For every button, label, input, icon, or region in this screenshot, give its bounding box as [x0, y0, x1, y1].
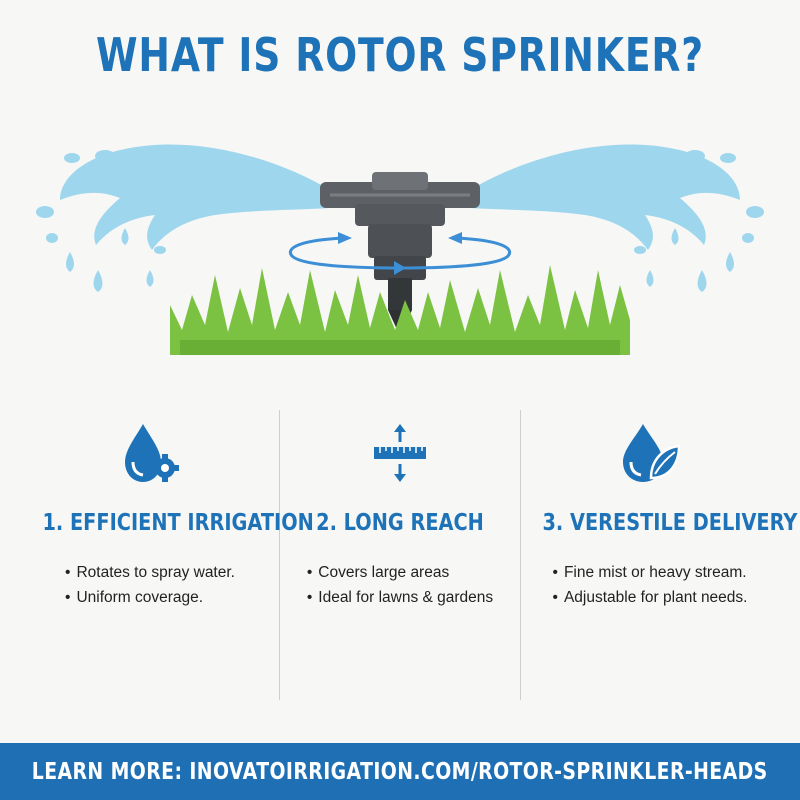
feature-bullets: •Rotates to spray water. •Uniform covera… [65, 560, 235, 610]
feature-versatile-delivery: 3. VERESTILE DELIVERY •Fine mist or heav… [522, 420, 798, 610]
feature-bullets: •Fine mist or heavy stream. •Adjustable … [553, 560, 748, 610]
bullet-icon: • [306, 564, 313, 581]
bullet-icon: • [65, 589, 71, 606]
bullet-icon: • [552, 589, 558, 606]
page-title: WHAT IS ROTOR SPRINKER? [96, 28, 704, 82]
list-item: •Covers large areas [306, 564, 450, 581]
rotation-arrows-icon [288, 232, 512, 275]
feature-long-reach: 2. LONG REACH •Covers large areas •Ideal… [272, 420, 528, 610]
bullet-icon: • [65, 564, 71, 581]
water-drop-gear-icon [125, 424, 179, 482]
grass [170, 265, 630, 355]
sprinkler-head [320, 172, 480, 336]
water-spray-left [36, 144, 330, 292]
water-spray-right [470, 144, 764, 292]
feature-heading: 2. LONG REACH [316, 510, 484, 536]
bullet-icon: • [552, 564, 558, 581]
rotor-sprinkler-illustration [36, 144, 764, 355]
list-item: •Adjustable for plant needs. [552, 589, 748, 606]
list-item: •Ideal for lawns & gardens [306, 589, 494, 606]
list-item: •Fine mist or heavy stream. [552, 564, 747, 581]
feature-heading: 3. VERESTILE DELIVERY [542, 510, 798, 536]
reach-measure-icon [374, 424, 426, 482]
list-item: •Uniform coverage. [65, 589, 204, 606]
column-divider [520, 410, 521, 700]
water-drop-leaf-icon [623, 424, 681, 482]
footer-banner: LEARN MORE: INOVATOIRRIGATION.COM/ROTOR-… [0, 743, 800, 800]
column-divider [279, 410, 280, 700]
list-item: •Rotates to spray water. [65, 564, 235, 581]
learn-more-link[interactable]: LEARN MORE: INOVATOIRRIGATION.COM/ROTOR-… [32, 758, 768, 785]
feature-efficient-irrigation: 1. EFFICIENT IRRIGATION •Rotates to spra… [22, 420, 314, 610]
bullet-icon: • [306, 589, 313, 606]
feature-heading: 1. EFFICIENT IRRIGATION [42, 510, 314, 536]
feature-bullets: •Covers large areas •Ideal for lawns & g… [307, 560, 493, 610]
